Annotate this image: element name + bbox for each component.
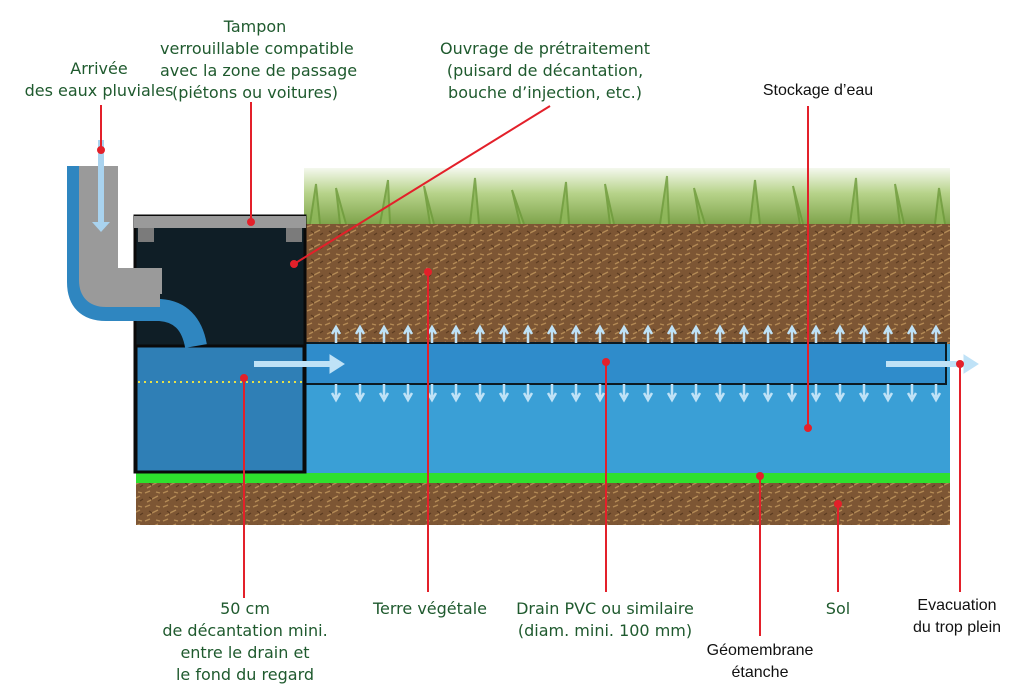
- up-arrow: [714, 324, 726, 343]
- label-terre: Terre végétale: [372, 599, 488, 618]
- label-ouvrage: Ouvrage de prétraitement(puisard de déca…: [439, 39, 651, 102]
- down-arrow: [546, 384, 558, 403]
- up-arrow: [426, 324, 438, 343]
- down-arrow: [570, 384, 582, 403]
- leader-lines: [97, 102, 964, 636]
- down-arrow: [522, 384, 534, 403]
- down-arrow: [618, 384, 630, 403]
- down-arrow: [882, 384, 894, 403]
- up-arrow: [642, 324, 654, 343]
- down-arrow: [690, 384, 702, 403]
- up-arrow: [474, 324, 486, 343]
- down-arrow: [666, 384, 678, 403]
- topsoil-layer: [304, 224, 950, 344]
- up-arrow: [786, 324, 798, 343]
- manhole: [133, 214, 307, 474]
- down-arrow: [354, 384, 366, 403]
- pvc-drain: [271, 342, 947, 385]
- up-arrow: [330, 324, 342, 343]
- down-arrow: [498, 384, 510, 403]
- down-arrow: [474, 384, 486, 403]
- up-arrow: [402, 324, 414, 343]
- label-drain: Drain PVC ou similaire(diam. mini. 100 m…: [516, 599, 694, 640]
- down-arrow: [426, 384, 438, 403]
- up-arrow: [810, 324, 822, 343]
- up-arrow: [690, 324, 702, 343]
- up-arrow: [858, 324, 870, 343]
- up-arrow: [594, 324, 606, 343]
- down-arrow: [402, 384, 414, 403]
- up-arrow: [882, 324, 894, 343]
- up-arrow: [498, 324, 510, 343]
- down-arrow: [738, 384, 750, 403]
- down-arrow: [858, 384, 870, 403]
- ground-layer: [136, 483, 950, 525]
- down-arrow: [786, 384, 798, 403]
- down-arrow: [378, 384, 390, 403]
- up-arrow: [666, 324, 678, 343]
- down-arrow: [330, 384, 342, 403]
- down-arrow: [834, 384, 846, 403]
- label-sol: Sol: [825, 599, 851, 618]
- grass-layer: [304, 168, 950, 225]
- up-arrow: [834, 324, 846, 343]
- down-arrow: [714, 384, 726, 403]
- down-arrow: [930, 384, 942, 403]
- down-arrow: [762, 384, 774, 403]
- up-arrow: [930, 324, 942, 343]
- up-arrow: [546, 324, 558, 343]
- geomembrane-layer: [136, 473, 950, 483]
- up-arrow: [522, 324, 534, 343]
- down-arrow: [810, 384, 822, 403]
- up-arrow: [762, 324, 774, 343]
- up-arrow: [450, 324, 462, 343]
- down-arrow: [642, 384, 654, 403]
- label-stockage: Stockage d’eau: [762, 82, 874, 99]
- up-arrow: [354, 324, 366, 343]
- down-arrow: [594, 384, 606, 403]
- infiltration-arrows: [330, 324, 942, 403]
- up-arrow: [738, 324, 750, 343]
- down-arrow: [906, 384, 918, 403]
- up-arrow: [906, 324, 918, 343]
- up-arrow: [570, 324, 582, 343]
- up-arrow: [618, 324, 630, 343]
- up-arrow: [378, 324, 390, 343]
- down-arrow: [450, 384, 462, 403]
